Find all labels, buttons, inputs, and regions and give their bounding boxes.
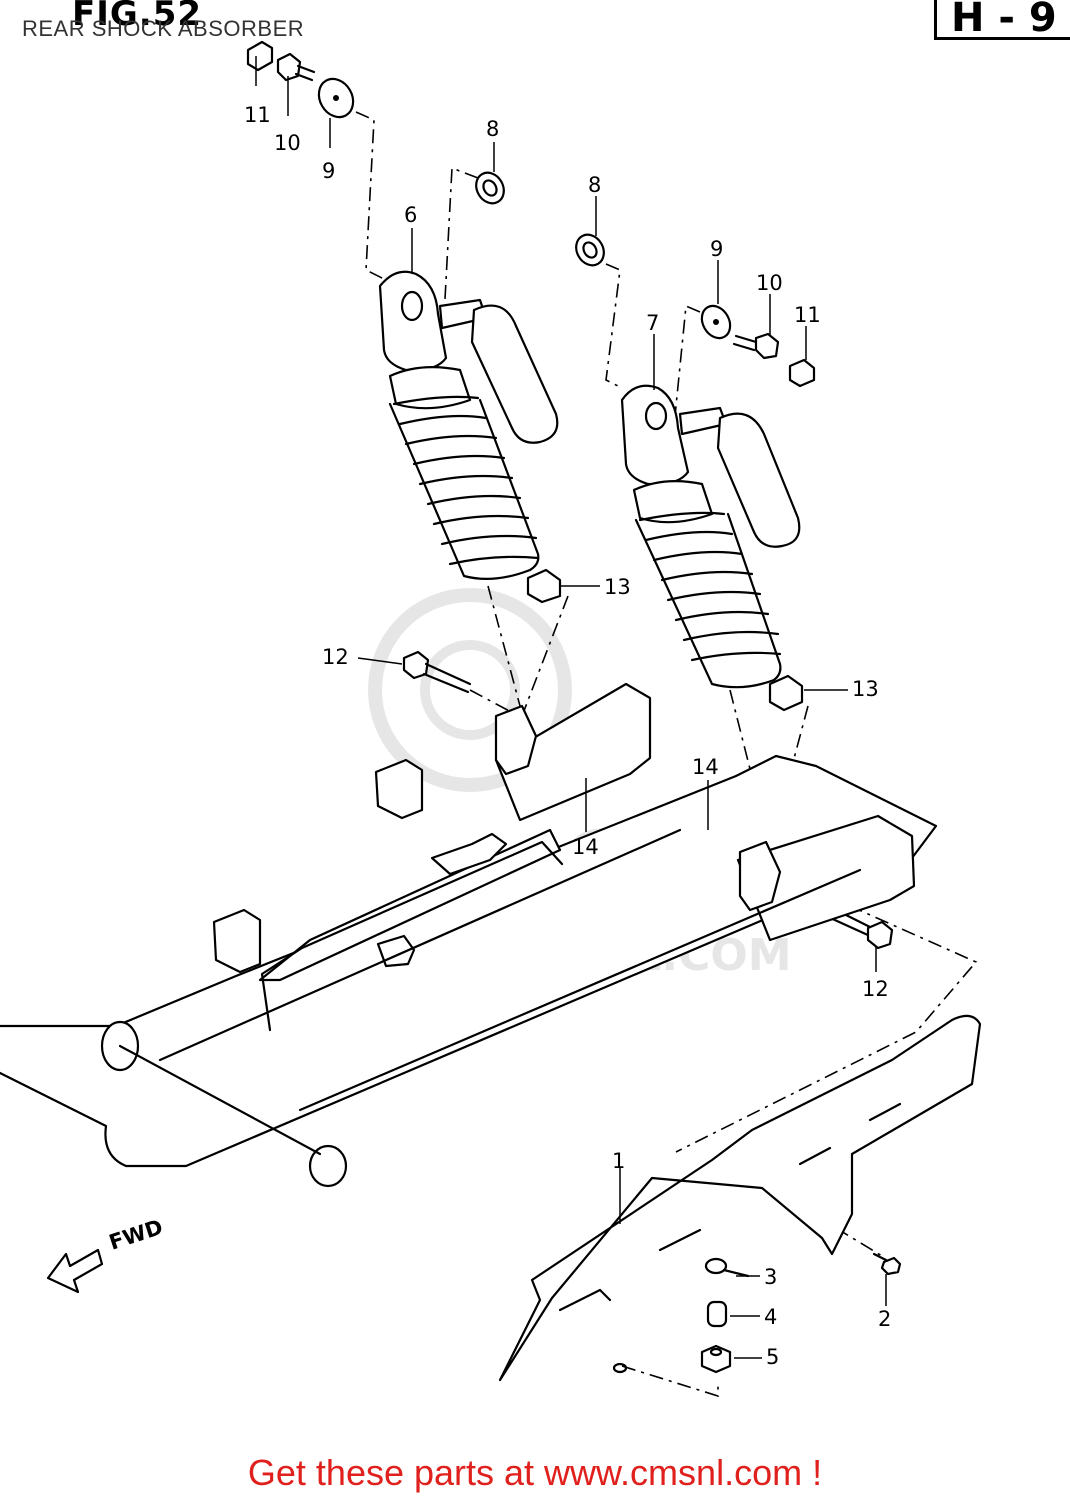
callout-6: 6 — [404, 203, 417, 227]
washer-right-8 — [575, 233, 605, 267]
chain-case — [498, 1014, 982, 1382]
callout-5: 5 — [766, 1345, 779, 1369]
callout-1: 1 — [612, 1149, 625, 1173]
collar-4 — [706, 1300, 728, 1328]
bolt-left — [276, 52, 316, 82]
spacer-right — [768, 674, 804, 712]
callout-numbers: 11 10 9 8 6 8 9 10 11 7 13 13 12 14 14 1… — [244, 103, 891, 1369]
callout-12-left: 12 — [322, 645, 349, 669]
cap-nut-left — [246, 40, 274, 72]
callout-10-left: 10 — [274, 131, 301, 155]
bolt-2 — [872, 1252, 902, 1276]
callout-13-left: 13 — [604, 575, 631, 599]
page-code-box: H - 9 — [934, 0, 1070, 40]
bolt-12-right — [824, 904, 894, 950]
callout-2: 2 — [878, 1307, 891, 1331]
callout-14-right: 14 — [692, 755, 719, 779]
bolt-right — [732, 332, 780, 360]
swingarm — [0, 682, 938, 1188]
forward-direction-arrow: FWD — [46, 1215, 166, 1294]
rear-shock-absorber-left — [378, 270, 559, 580]
washer-left-top — [317, 77, 355, 119]
cap-nut-right — [788, 358, 816, 388]
callout-12-right: 12 — [862, 977, 889, 1001]
callout-3: 3 — [764, 1265, 777, 1289]
callout-4: 4 — [764, 1305, 777, 1329]
callout-13-right: 13 — [852, 677, 879, 701]
callout-8-left: 8 — [486, 117, 499, 141]
forward-label: FWD — [106, 1215, 166, 1255]
callout-14-left: 14 — [572, 835, 599, 859]
rear-shock-absorber-right — [620, 384, 801, 689]
callout-leaders — [255, 56, 887, 1359]
washer-left-8 — [475, 171, 505, 205]
callout-11-right: 11 — [794, 303, 821, 327]
spacer-left — [526, 568, 562, 604]
footer-link-text[interactable]: Get these parts at www.cmsnl.com ! — [247, 1452, 823, 1493]
washer-right-9 — [700, 304, 732, 340]
diagram-title: REAR SHOCK ABSORBER — [22, 16, 305, 41]
figure-number: FIG.52 — [72, 0, 203, 34]
callout-9-left: 9 — [322, 159, 335, 183]
callout-11-left: 11 — [244, 103, 271, 127]
nut-5 — [700, 1344, 732, 1374]
screw-3 — [704, 1257, 750, 1278]
callout-7: 7 — [646, 311, 659, 335]
callout-9-right: 9 — [710, 237, 723, 261]
bolt-12-left — [402, 650, 472, 694]
callout-8-right: 8 — [588, 173, 601, 197]
callout-10-right: 10 — [756, 271, 783, 295]
